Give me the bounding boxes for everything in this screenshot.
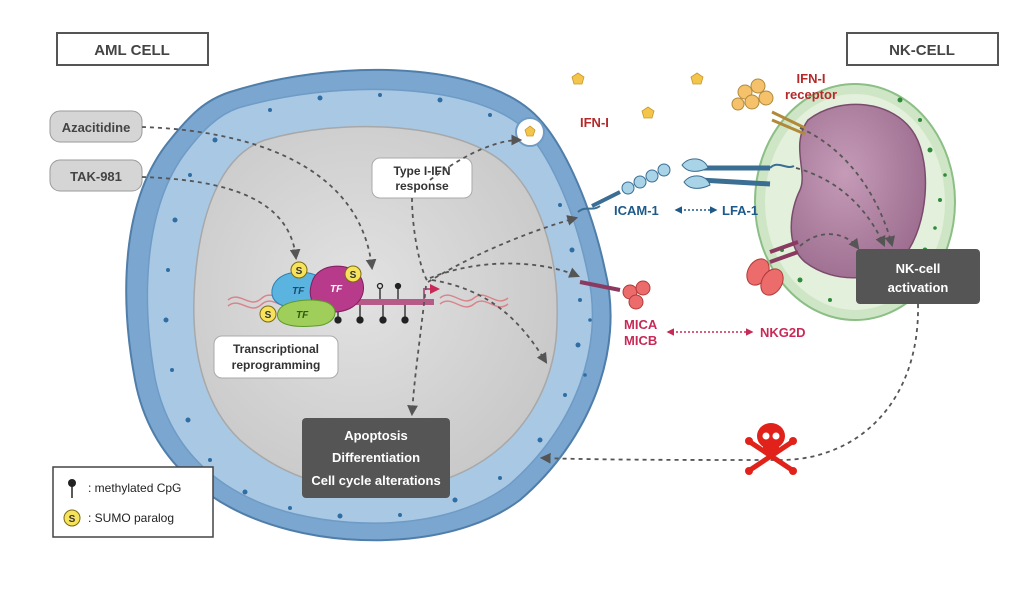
nk-cell-activation-box: NK-cell activation [856,249,980,304]
tak-981-label: TAK-981 [70,169,122,184]
icam-1-label: ICAM-1 [614,203,659,218]
promoter-arrow [423,284,440,299]
skull-crossbones-icon [745,423,797,475]
methylated-cpg-legend-label: : methylated CpG [88,481,181,495]
outcome-arrow-2 [407,285,427,417]
transcription-factor-complex: TF TF TF S S S [259,261,365,327]
tf-magenta-label: TF [330,284,343,295]
ifn-i-receptor [731,78,806,136]
apoptosis-label: Apoptosis [344,428,408,443]
nkg2d-to-activation-arrow [799,233,860,250]
icam-1-receptor [577,163,671,213]
transcriptional-reprogramming-box: Transcriptional reprogramming [213,335,339,379]
tf-green [276,299,336,327]
nk-cell-title-box: NK-CELL [846,32,999,66]
ifn-receptor-to-activation-arrow [799,127,895,248]
sumo-legend-label: : SUMO paralog [88,511,174,525]
sumo-marker: S [290,261,308,279]
ifn-i-receptor-label-1: IFN-I [797,71,826,86]
ifn-i-label: IFN-I [580,115,609,130]
svg-text:S: S [296,266,303,277]
svg-text:Type I-IFN: Type I-IFN [393,164,450,178]
ifn-i-receptor-label-2: receptor [785,87,837,102]
sumo-legend-icon: S [63,509,81,527]
micb-label: MICB [624,333,657,348]
type-i-ifn-response-box: Type I-IFN response [371,157,473,199]
nkg2d-receptor [746,240,799,296]
svg-text:reprogramming: reprogramming [232,358,321,372]
azacitidine-label: Azacitidine [62,120,131,135]
tf-green-label: TF [296,310,309,321]
svg-text:Transcriptional: Transcriptional [233,342,319,356]
sumo-marker: S [344,265,362,283]
ifn-response-arrow [411,197,429,283]
mica-micb-ligand [579,280,651,310]
sumo-marker: S [259,305,277,323]
ifn-molecules [571,72,704,119]
outcomes-box: Apoptosis Differentiation Cell cycle alt… [302,418,450,498]
cell-cycle-label: Cell cycle alterations [311,473,440,488]
methylated-cpg-marks [334,282,409,324]
svg-text:NK-cell: NK-cell [896,261,941,276]
aml-cell-title: AML CELL [94,42,170,59]
methylated-cpg-legend-icon [68,479,76,498]
nk-cell-title: NK-CELL [889,42,955,59]
ifn-secretion-pocket [515,117,545,147]
svg-text:activation: activation [888,280,949,295]
cytoplasm-vesicles [163,93,592,519]
svg-text:S: S [265,310,272,321]
aml-cell-title-box: AML CELL [56,32,209,66]
tak-981-arrow [141,176,301,261]
outcome-arrow-1 [431,279,548,364]
svg-text:response: response [395,179,449,193]
lfa-1-label: LFA-1 [722,203,758,218]
nkg2d-label: NKG2D [760,325,806,340]
legend: : methylated CpG S : SUMO paralog [52,466,214,538]
lfa-1-receptor [681,158,795,189]
mica-label: MICA [624,317,658,332]
azacitidine-drug-box: Azacitidine [49,110,143,143]
differentiation-label: Differentiation [332,450,420,465]
aml-cell: TF TF TF S S S [125,68,612,542]
mica-upregulation-arrow [429,262,580,279]
svg-text:S: S [350,270,357,281]
tf-blue-label: TF [292,286,305,297]
tak-981-drug-box: TAK-981 [49,159,143,192]
svg-text:S: S [69,514,76,525]
icam-upregulation-arrow [427,215,579,283]
